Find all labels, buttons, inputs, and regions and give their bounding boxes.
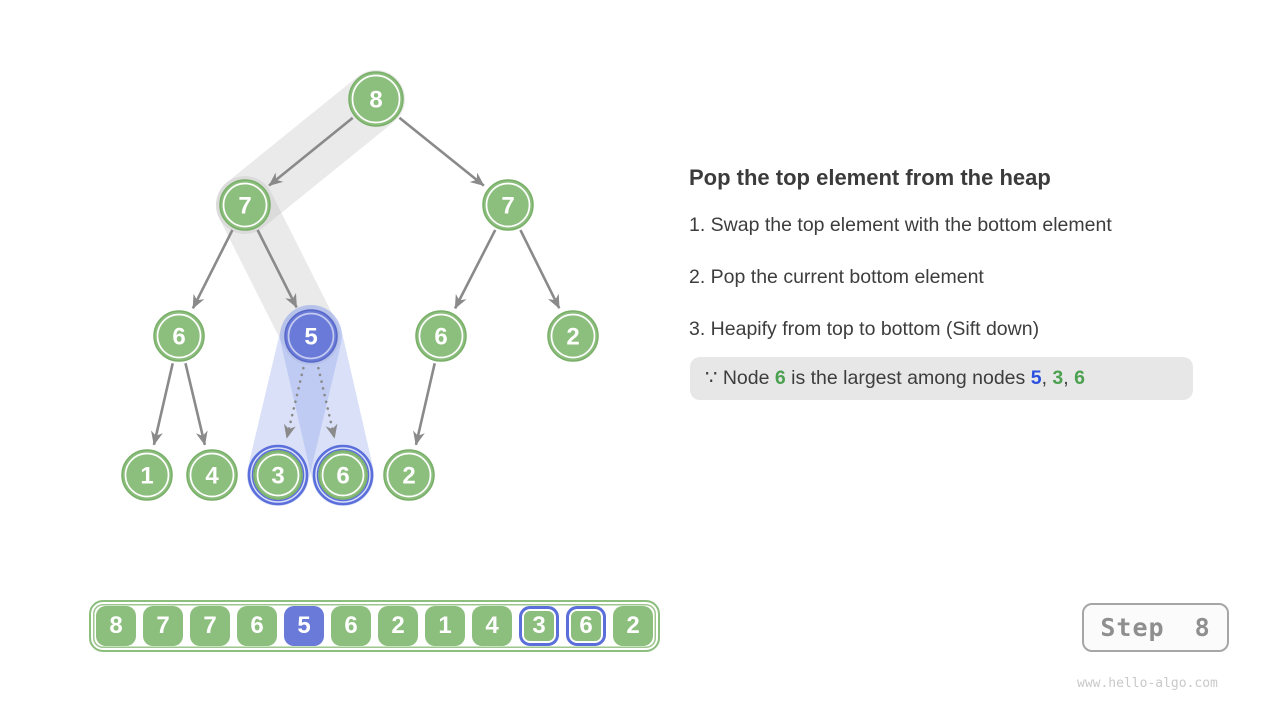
tree-node-value: 8 <box>369 87 382 114</box>
array-cell-2[interactable]: 2 <box>613 606 653 646</box>
tree-edge-arrow <box>256 229 298 309</box>
tree-node-6[interactable]: 6 <box>153 310 205 362</box>
tree-node-1[interactable]: 1 <box>121 449 173 501</box>
note-node-value: 3 <box>1052 367 1064 389</box>
note-text: , <box>1041 367 1053 389</box>
tree-node-4[interactable]: 4 <box>186 449 238 501</box>
tree-edge-arrow <box>268 116 354 187</box>
tree-node-value: 1 <box>140 463 153 490</box>
tree-node-value: 4 <box>205 463 219 490</box>
tree-node-8[interactable]: 8 <box>348 71 404 127</box>
tree-edge-arrow <box>398 116 485 187</box>
tree-edge-arrow <box>191 229 234 309</box>
tree-node-value: 3 <box>271 463 284 490</box>
watermark: www.hello-algo.com <box>1077 676 1218 691</box>
instruction-step: 3. Heapify from top to bottom (Sift down… <box>689 318 1040 340</box>
tree-edge-arrow <box>151 362 174 446</box>
tree-node-value: 2 <box>566 324 579 351</box>
instruction-list: 1. Swap the top element with the bottom … <box>689 214 1112 370</box>
tree-node-value: 7 <box>501 193 514 220</box>
note-text: is the largest among nodes <box>785 367 1031 389</box>
page-title: Pop the top element from the heap <box>689 165 1051 190</box>
tree-node-6[interactable]: 6 <box>312 444 374 506</box>
array-cell-6[interactable]: 6 <box>331 606 371 646</box>
array-cell-6[interactable]: 6 <box>237 606 277 646</box>
tree-node-6[interactable]: 6 <box>415 310 467 362</box>
array-cell-5[interactable]: 5 <box>284 606 324 646</box>
instruction-step: 1. Swap the top element with the bottom … <box>689 214 1112 236</box>
tree-edge-arrow <box>184 362 208 446</box>
array-cell-4[interactable]: 4 <box>472 606 512 646</box>
note-node-value: 6 <box>774 367 786 389</box>
tree-edge-arrow <box>413 362 436 446</box>
step-badge[interactable]: Step 8 <box>1082 603 1229 652</box>
compare-arrow <box>317 366 338 440</box>
array-cell-7[interactable]: 7 <box>143 606 183 646</box>
tree-node-2[interactable]: 2 <box>547 310 599 362</box>
tree-edge-arrow <box>519 229 561 309</box>
tree-node-7[interactable]: 7 <box>482 179 534 231</box>
array-cell-7[interactable]: 7 <box>190 606 230 646</box>
tree-node-value: 6 <box>172 324 185 351</box>
tree-node-2[interactable]: 2 <box>383 449 435 501</box>
array-cell-6[interactable]: 6 <box>566 606 606 646</box>
tree-node-5[interactable]: 5 <box>284 309 338 363</box>
note-text: , <box>1063 367 1075 389</box>
tree-node-3[interactable]: 3 <box>247 444 309 506</box>
note-node-value: 5 <box>1030 367 1042 389</box>
note-text: ∵ Node <box>705 367 775 389</box>
tree-node-7[interactable]: 7 <box>219 179 271 231</box>
tree-node-value: 2 <box>402 463 415 490</box>
tree-node-value: 6 <box>336 463 349 490</box>
note-callout: ∵ Node 6 is the largest among nodes 5, 3… <box>690 357 1193 400</box>
array-cell-2[interactable]: 2 <box>378 606 418 646</box>
tree-node-value: 6 <box>434 324 447 351</box>
tree-node-value: 7 <box>238 193 251 220</box>
tree-node-value: 5 <box>304 324 317 351</box>
array-cell-3[interactable]: 3 <box>519 606 559 646</box>
array-cell-8[interactable]: 8 <box>96 606 136 646</box>
tree-edge-arrow <box>453 229 497 310</box>
array-cell-1[interactable]: 1 <box>425 606 465 646</box>
instruction-step: 2. Pop the current bottom element <box>689 266 984 288</box>
note-node-value: 6 <box>1074 367 1085 389</box>
